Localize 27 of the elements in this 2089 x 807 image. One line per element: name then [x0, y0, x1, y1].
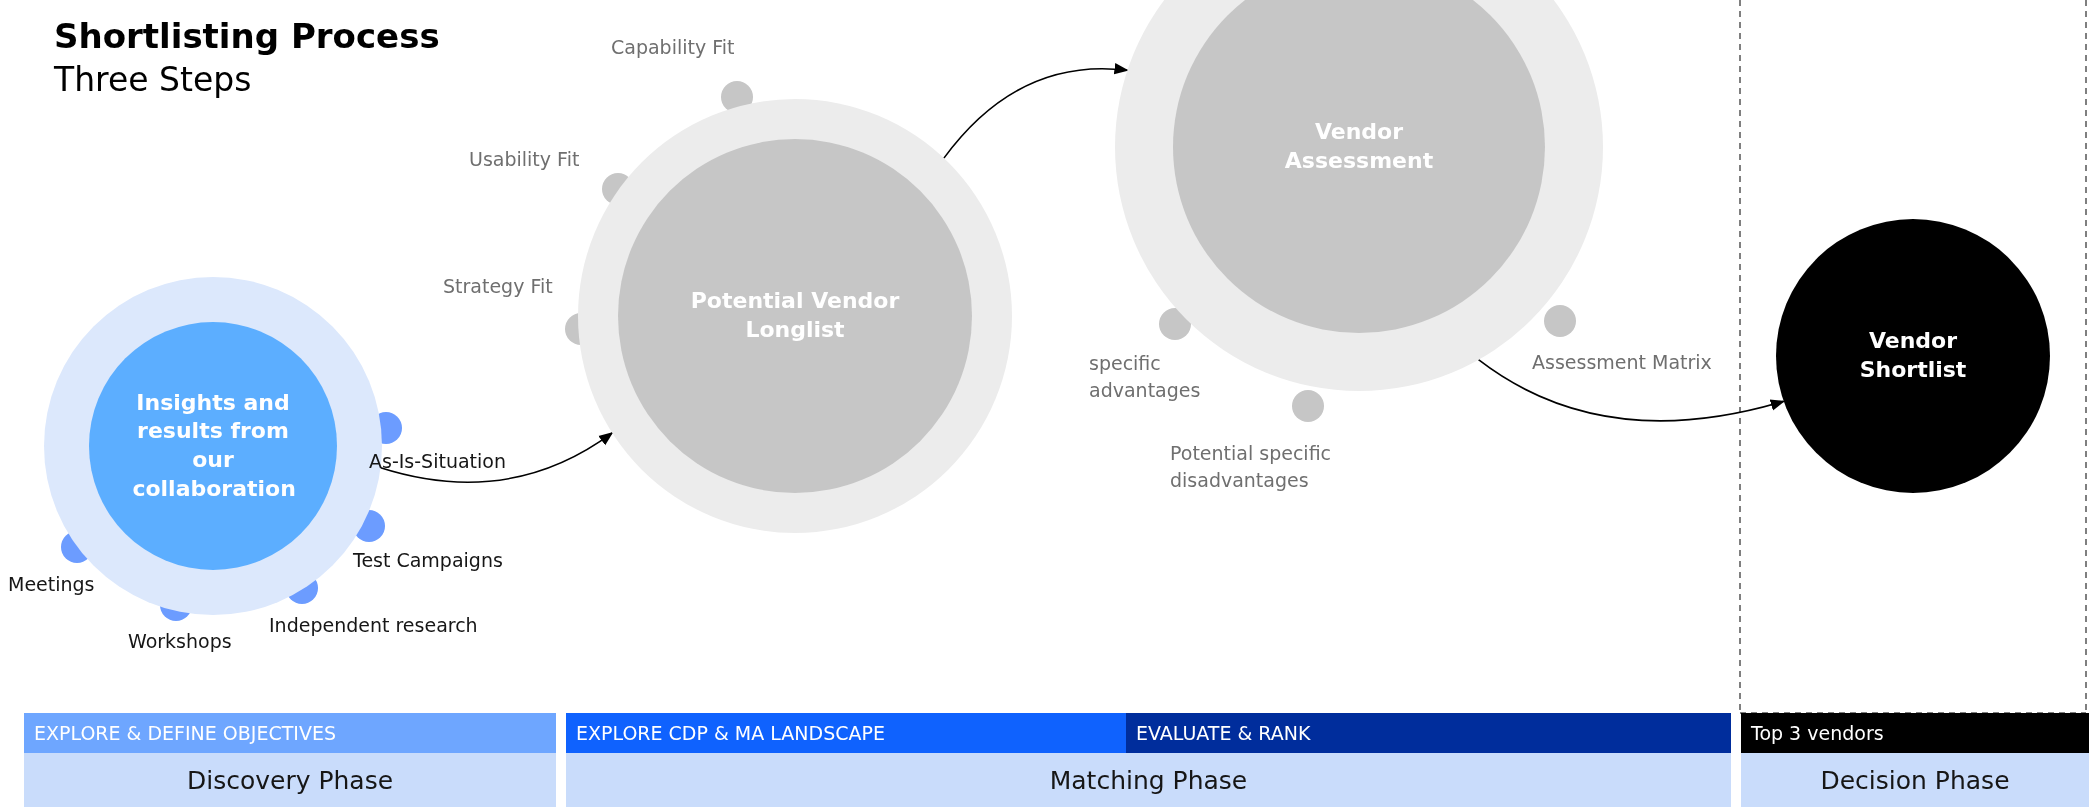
curved-arrow [943, 63, 1129, 159]
dot-label: Independent research [269, 613, 478, 638]
subtitle: Three Steps [54, 60, 252, 99]
curved-arrow [379, 432, 614, 483]
dot-label: Test Campaigns [353, 548, 503, 573]
node-label: Potential Vendor Longlist [689, 287, 901, 344]
node-label: Insights and results from our collaboration [132, 388, 294, 503]
node-label: Vendor Assessment [1283, 118, 1435, 175]
dot-label: Meetings [8, 572, 95, 597]
dot-label: Potential specific disadvantages [1170, 441, 1333, 493]
dot-label: specific advantages [1089, 351, 1202, 403]
activity-label: EXPLORE & DEFINE OBJECTIVES [24, 713, 556, 753]
dot-label: Strategy Fit [443, 274, 553, 299]
curved-arrow [1477, 358, 1786, 422]
dot-label: As-Is-Situation [369, 449, 506, 474]
dot-label: Usability Fit [469, 147, 580, 172]
phase-label: Discovery Phase [24, 753, 556, 807]
phase-label: Decision Phase [1741, 753, 2089, 807]
dot-label: Capability Fit [611, 35, 735, 60]
dot-label: Workshops [128, 629, 232, 654]
title: Shortlisting Process [54, 16, 440, 56]
activity-label: EXPLORE CDP & MA LANDSCAPE [566, 713, 1126, 753]
activity-label: Top 3 vendors [1741, 713, 2089, 753]
dot-label: Assessment Matrix [1532, 350, 1712, 375]
phase-label: Matching Phase [566, 753, 1731, 807]
activity-label: EVALUATE & RANK [1126, 713, 1731, 753]
node-label: Vendor Shortlist [1858, 327, 1968, 384]
